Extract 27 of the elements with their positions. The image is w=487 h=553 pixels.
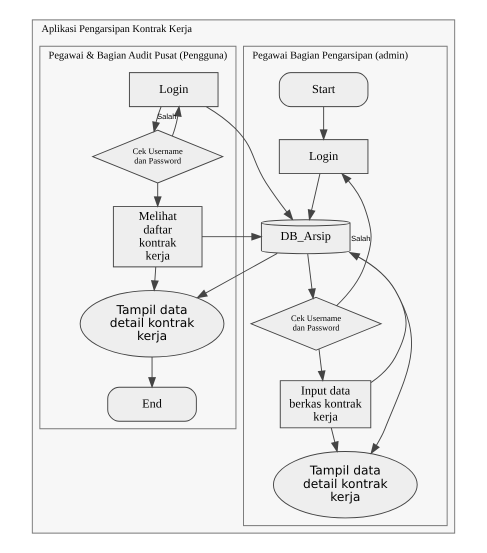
arrow — [196, 253, 278, 298]
arrow — [148, 356, 156, 388]
arrow — [154, 182, 162, 208]
arrow — [349, 252, 412, 454]
node-box: Melihat daftar kontrak kerja — [112, 206, 202, 268]
edge-label: Salah — [351, 234, 370, 243]
arrow — [318, 348, 326, 382]
node-box: Start — [278, 72, 368, 108]
arrow — [172, 105, 182, 136]
edge-label: Salah — [157, 112, 176, 122]
node-diamond: Cek Username dan Password — [250, 296, 382, 351]
node-box: Login — [128, 72, 219, 108]
arrow — [336, 172, 372, 306]
arrow — [206, 106, 294, 221]
node-diamond: Cek Username dan Password — [91, 130, 224, 184]
arrow — [307, 254, 316, 300]
node-ellipse: Tampil data detail kontrak kerja — [272, 451, 418, 518]
node-box: Input data berkas kontrak kerja — [280, 380, 372, 428]
node-box: Login — [278, 139, 368, 174]
arrow — [308, 173, 320, 221]
arrow — [330, 427, 339, 453]
arrow — [152, 106, 162, 133]
node-box: End — [107, 386, 197, 422]
arrow — [202, 232, 263, 241]
arrow — [348, 252, 407, 384]
arrow — [320, 106, 328, 141]
arrow — [150, 266, 159, 292]
